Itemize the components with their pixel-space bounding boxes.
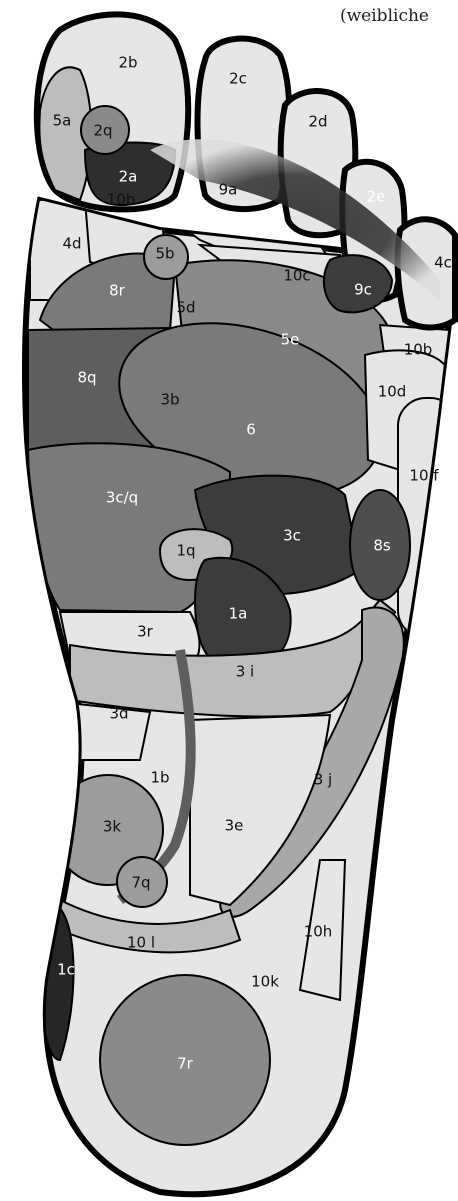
label-1b: 1b xyxy=(150,769,169,787)
label-2b: 2b xyxy=(118,54,137,72)
label-9a: 9a xyxy=(219,181,238,199)
label-10c: 10c xyxy=(283,267,310,285)
label-1q: 1q xyxy=(176,542,195,560)
label-10k: 10k xyxy=(251,973,279,991)
label-3r: 3r xyxy=(137,623,154,641)
label-2c: 2c xyxy=(229,70,247,88)
label-2a: 2a xyxy=(119,168,138,186)
label-5e: 5e xyxy=(281,331,300,349)
label-5b: 5b xyxy=(155,245,174,263)
label-7q: 7q xyxy=(131,874,150,892)
label-8q: 8q xyxy=(77,369,96,387)
label-3c: 3c xyxy=(283,527,301,545)
label-5a: 5a xyxy=(53,112,72,130)
label-3cq: 3c/q xyxy=(106,489,138,507)
label-10b-left: 10b xyxy=(107,191,136,209)
label-3i: 3 i xyxy=(236,663,254,681)
label-8r: 8r xyxy=(109,282,126,300)
label-10h: 10h xyxy=(304,923,333,941)
label-2q: 2q xyxy=(93,122,112,140)
label-3b: 3b xyxy=(160,391,179,409)
label-3e: 3e xyxy=(225,817,244,835)
label-8s: 8s xyxy=(373,537,391,555)
label-3d: 3d xyxy=(109,705,128,723)
label-3k: 3k xyxy=(103,818,122,836)
label-5d: 5d xyxy=(176,299,195,317)
label-10b-right: 10b xyxy=(404,341,433,359)
label-6: 6 xyxy=(246,421,256,439)
label-4c: 4c xyxy=(434,254,452,272)
label-3j: 3 j xyxy=(314,771,332,789)
label-4d: 4d xyxy=(62,235,81,253)
label-9c: 9c xyxy=(354,281,372,299)
label-10d: 10d xyxy=(378,383,407,401)
label-2d: 2d xyxy=(308,113,327,131)
label-10l: 10 l xyxy=(127,934,155,952)
label-2e: 2e xyxy=(367,188,386,206)
label-7r: 7r xyxy=(177,1055,194,1073)
zone-3d xyxy=(60,702,150,760)
label-10f: 10 f xyxy=(409,467,439,485)
label-1c: 1c xyxy=(57,961,75,979)
label-1a: 1a xyxy=(229,605,248,623)
